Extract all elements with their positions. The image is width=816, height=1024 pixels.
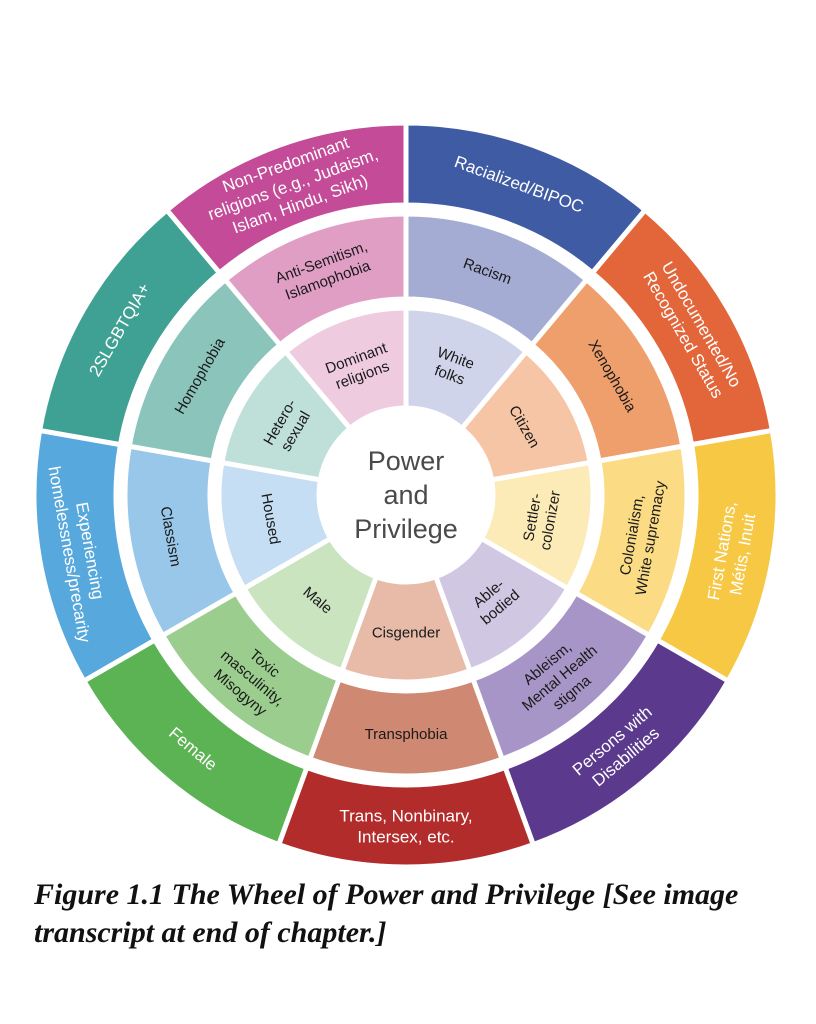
inner-ring: WhitefolksCitizenSettler-colonizerAble-b…: [216, 305, 596, 685]
inner-segment-dominant-religions: [282, 305, 409, 432]
center-title-line: and: [383, 480, 428, 510]
outer-segment-non-predominant: [163, 120, 409, 277]
middle-label-line: Transphobia: [365, 726, 448, 743]
outer-label-line: Intersex, etc.: [357, 827, 454, 846]
inner-label-cisgender: Cisgender: [372, 624, 440, 641]
middle-segment-anti-semitism: [221, 211, 409, 349]
center-circle: [322, 411, 490, 579]
inner-label-line: Cisgender: [372, 624, 440, 641]
power-privilege-wheel: Racialized/BIPOCUndocumented/NoRecognize…: [31, 120, 781, 870]
outer-label-line: Trans, Nonbinary,: [339, 806, 472, 825]
outer-label-trans: Trans, Nonbinary, Intersex, etc.: [339, 806, 472, 846]
middle-label-transphobia: Transphobia: [365, 726, 448, 743]
outer-ring: Racialized/BIPOCUndocumented/NoRecognize…: [31, 120, 781, 870]
center-title-line: Privilege: [354, 514, 458, 544]
figure-caption: Figure 1.1 The Wheel of Power and Privil…: [34, 878, 739, 949]
center-title-line: Power: [368, 446, 445, 476]
